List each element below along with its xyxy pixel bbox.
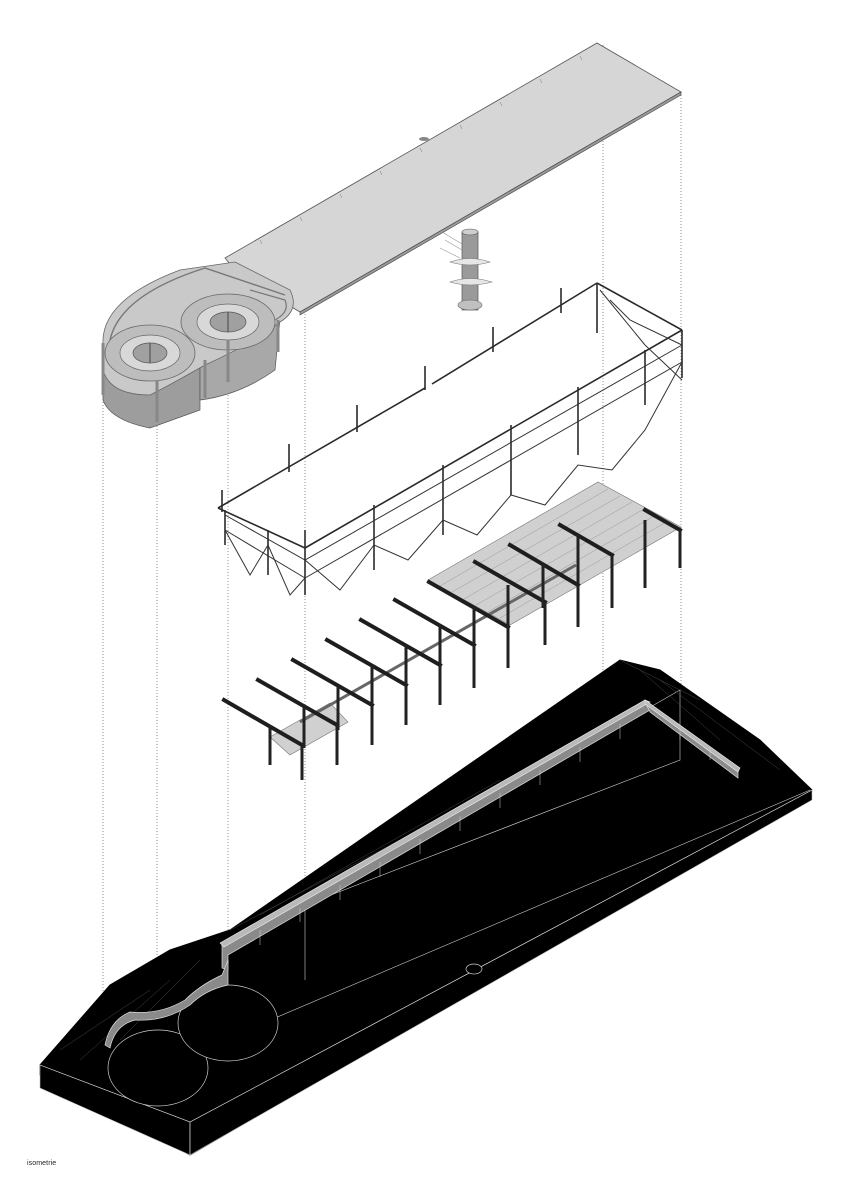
spiral-ramp <box>101 261 294 429</box>
terrain-layer <box>39 659 813 1156</box>
portal-frames-layer <box>221 481 683 780</box>
drawing-caption: isometrie <box>27 1160 57 1167</box>
spiral-staircase <box>439 228 494 311</box>
truss-frame-layer <box>217 282 683 596</box>
roof-slab-layer <box>101 42 682 429</box>
retaining-wall <box>104 699 741 1049</box>
